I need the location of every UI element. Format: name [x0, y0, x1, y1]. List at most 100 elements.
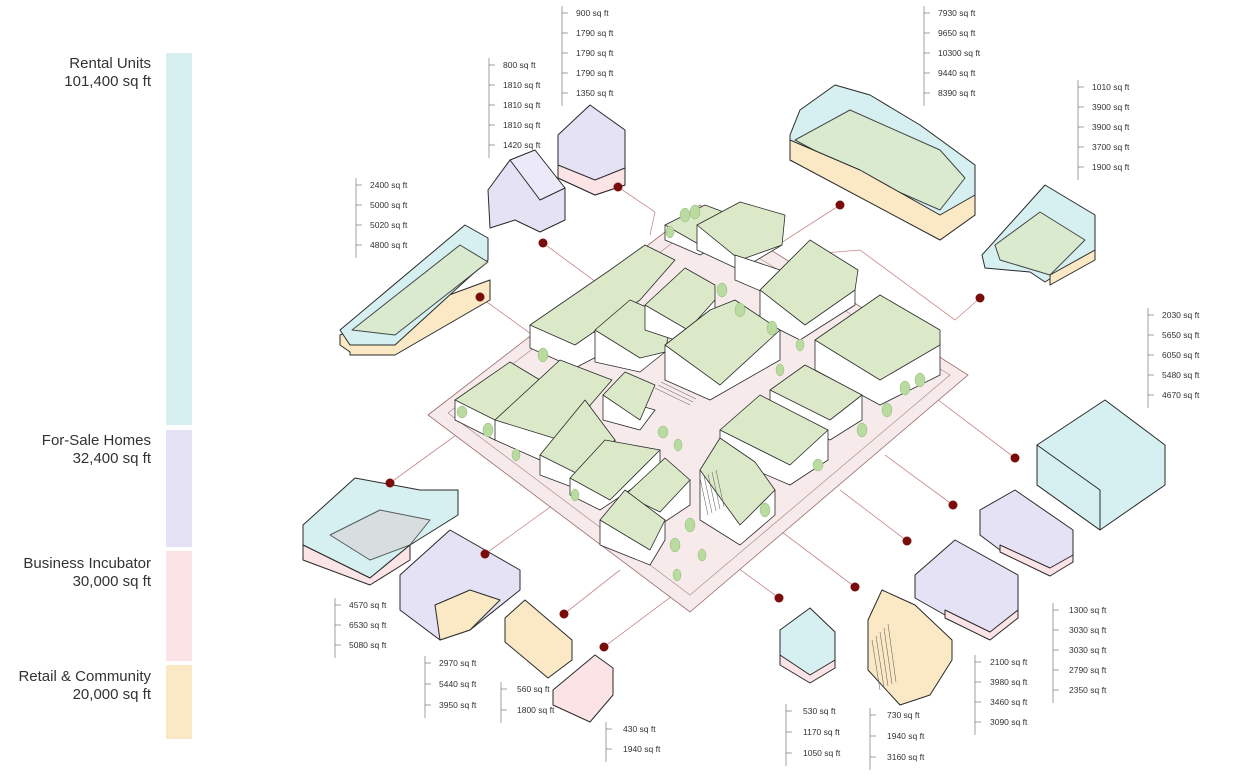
leader-dot: [835, 200, 845, 210]
building-volume-1: [339, 224, 491, 356]
green-roof: [599, 489, 666, 551]
tree: [570, 488, 580, 502]
tree: [669, 537, 681, 553]
tree: [684, 517, 696, 533]
leader-dot: [599, 642, 609, 652]
legend-bar-business-incubator: [166, 551, 192, 661]
building-volume-6: [1036, 399, 1166, 531]
area-value: 2030 sq ft: [1162, 310, 1200, 320]
leader-dot: [538, 238, 548, 248]
legend-bar-for-sale-homes: [166, 430, 192, 547]
area-value: 2400 sq ft: [370, 180, 408, 190]
area-value: 3030 sq ft: [1069, 625, 1107, 635]
area-value: 1790 sq ft: [576, 68, 614, 78]
site-plan: [427, 201, 969, 613]
area-value: 1940 sq ft: [623, 744, 661, 754]
leader-dot: [613, 182, 623, 192]
tree: [812, 458, 824, 472]
area-value: 5020 sq ft: [370, 220, 408, 230]
building-volume-14: [979, 489, 1074, 577]
tree: [537, 347, 549, 363]
tree: [759, 502, 771, 518]
area-value: 2350 sq ft: [1069, 685, 1107, 695]
building-volume-10: [552, 654, 614, 723]
green-roof: [529, 244, 676, 346]
green-roof: [769, 364, 863, 421]
legend-name: Business Incubator: [23, 555, 151, 572]
area-value: 1810 sq ft: [503, 120, 541, 130]
area-value: 730 sq ft: [887, 710, 920, 720]
area-value: 3980 sq ft: [990, 677, 1028, 687]
area-value: 2100 sq ft: [990, 657, 1028, 667]
leader-dot: [475, 292, 485, 302]
tree: [716, 282, 728, 298]
tree: [697, 548, 707, 562]
leader-dot: [774, 593, 784, 603]
tree: [766, 320, 778, 336]
legend-area: 101,400 sq ft: [64, 73, 151, 90]
legend-name: For-Sale Homes: [41, 432, 151, 449]
area-group-g4: 7930 sq ft 9650 sq ft 10300 sq ft 9440 sq f…: [923, 6, 981, 106]
area-value: 4670 sq ft: [1162, 390, 1200, 400]
green-roof: [644, 267, 716, 331]
area-value: 9440 sq ft: [938, 68, 976, 78]
area-value: 4800 sq ft: [370, 240, 408, 250]
green-roof: [664, 299, 781, 386]
green-roof: [759, 239, 859, 326]
leader-dot: [559, 609, 569, 619]
green-roof: [602, 371, 656, 421]
area-value: 800 sq ft: [503, 60, 536, 70]
legend-name: Rental Units: [69, 55, 151, 72]
area-value: 8390 sq ft: [938, 88, 976, 98]
trees: [456, 204, 926, 582]
area-value: 5480 sq ft: [1162, 370, 1200, 380]
tree: [856, 422, 868, 438]
building-volume-8: [399, 529, 521, 641]
leader-dot: [385, 478, 395, 488]
green-roof: [696, 201, 786, 261]
tree: [679, 207, 691, 223]
legend-area: 32,400 sq ft: [72, 450, 151, 467]
area-value: 3030 sq ft: [1069, 645, 1107, 655]
tree: [899, 380, 911, 396]
leader-dot: [902, 536, 912, 546]
area-value: 1940 sq ft: [887, 731, 925, 741]
leader-dot: [948, 500, 958, 510]
area-value: 2790 sq ft: [1069, 665, 1107, 675]
area-value: 7930 sq ft: [938, 8, 976, 18]
green-roof: [719, 394, 829, 466]
building-volume-13: [914, 539, 1019, 641]
area-value: 1050 sq ft: [803, 748, 841, 758]
area-value: 1900 sq ft: [1092, 162, 1130, 172]
tree: [482, 422, 494, 438]
tree: [775, 363, 785, 377]
area-value: 10300 sq ft: [938, 48, 981, 58]
area-value: 1790 sq ft: [576, 48, 614, 58]
leader-dot: [1010, 453, 1020, 463]
tree: [689, 204, 701, 220]
area-value: 1420 sq ft: [503, 140, 541, 150]
legend-label-rental-units: Rental Units 101,400 sq ft: [64, 55, 151, 91]
area-value: 3700 sq ft: [1092, 142, 1130, 152]
tree: [511, 448, 521, 462]
tree: [795, 338, 805, 352]
area-value: 9650 sq ft: [938, 28, 976, 38]
tree: [657, 425, 669, 439]
legend-label-for-sale-homes: For-Sale Homes 32,400 sq ft: [42, 432, 151, 468]
area-value: 3160 sq ft: [887, 752, 925, 762]
green-roof: [494, 359, 613, 441]
area-value: 560 sq ft: [517, 684, 550, 694]
area-value: 530 sq ft: [803, 706, 836, 716]
area-value: 1810 sq ft: [503, 100, 541, 110]
legend-bar-rental-units: [166, 53, 192, 425]
green-roof: [699, 437, 776, 526]
legend-bar-retail-community: [166, 665, 192, 739]
tree: [881, 402, 893, 418]
legend-label-business-incubator: Business Incubator 30,000 sq ft: [23, 555, 151, 591]
